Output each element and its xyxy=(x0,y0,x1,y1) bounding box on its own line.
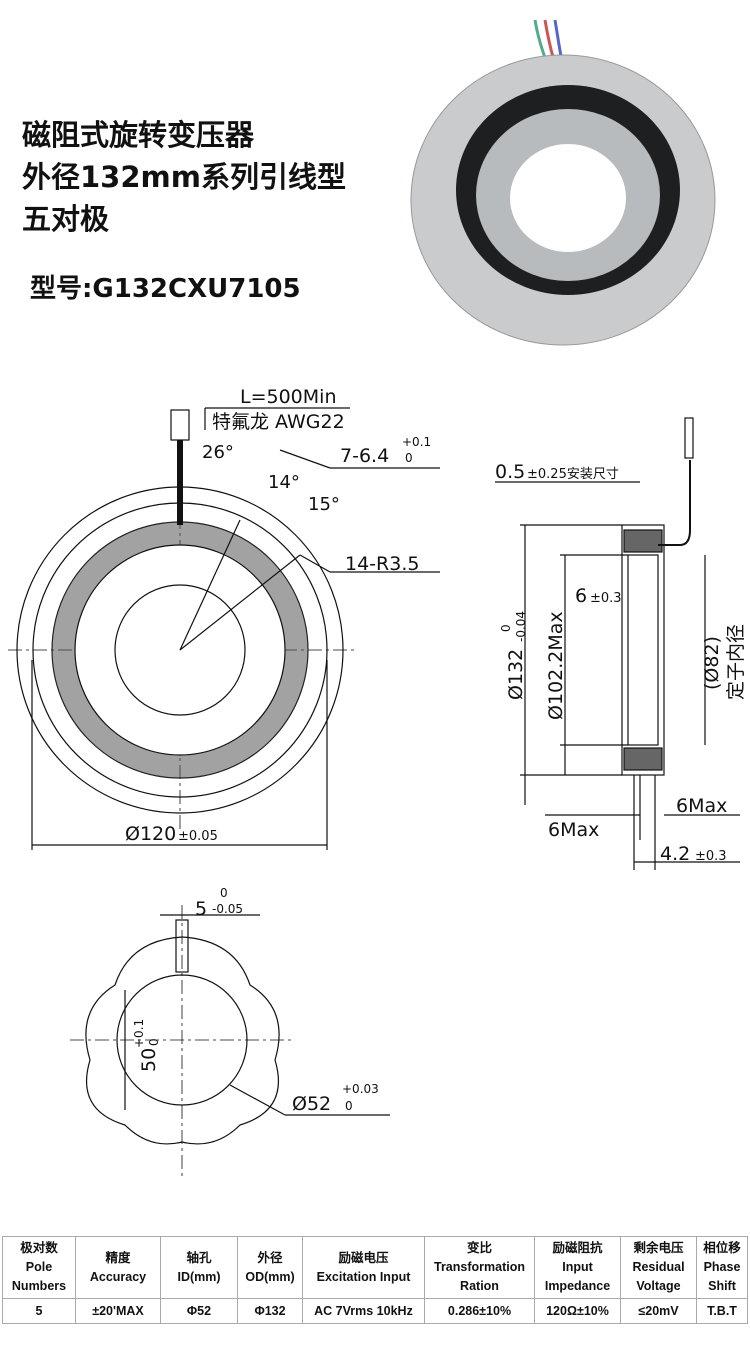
angle3-label: 15° xyxy=(308,494,340,515)
install-tol-label: ±0.25安装尺寸 xyxy=(527,467,619,482)
wire-label: 特氟龙 AWG22 xyxy=(212,411,345,433)
top-view-drawing xyxy=(8,407,440,850)
title-line3: 五对极 xyxy=(22,202,110,236)
body-dia-label: Ø102.2Max xyxy=(545,611,567,720)
cell-residual: ≤20mV xyxy=(620,1298,697,1324)
cell-pole-numbers: 5 xyxy=(2,1298,76,1324)
side-od-label: Ø132 xyxy=(505,649,527,700)
flat-tol-upper: +0.1 xyxy=(132,1019,146,1048)
title-line1: 磁阻式旋转变压器 xyxy=(22,118,255,152)
cell-od: Φ132 xyxy=(237,1298,303,1324)
depth-label: 4.2 xyxy=(660,843,690,865)
angle2-label: 14° xyxy=(268,472,300,493)
bore-label: Ø52 xyxy=(292,1093,331,1115)
cell-excitation: AC 7Vrms 10kHz xyxy=(302,1298,425,1324)
max1-label: 6Max xyxy=(676,795,727,817)
side-view-drawing xyxy=(495,417,740,870)
cell-id: Φ52 xyxy=(160,1298,238,1324)
product-photo xyxy=(410,19,716,346)
cell-ratio: 0.286±10% xyxy=(424,1298,535,1324)
stator-id-label: (Ø82) xyxy=(701,636,723,690)
hole-tol-lower: 0 xyxy=(405,451,413,465)
cell-impedance: 120Ω±10% xyxy=(534,1298,621,1324)
max2-label: 6Max xyxy=(548,819,599,841)
thickness-tol-label: ±0.3 xyxy=(590,591,622,606)
lead-length-label: L=500Min xyxy=(240,386,336,408)
table-row: 5 ±20'MAX Φ52 Φ132 AC 7Vrms 10kHz 0.286±… xyxy=(2,1298,748,1324)
hole-tol-upper: +0.1 xyxy=(402,435,431,449)
key-tol-lower: -0.05 xyxy=(212,902,243,916)
technical-drawings: L=500Min 特氟龙 AWG22 26° 14° 15° 7-6.4 +0.… xyxy=(8,19,747,1180)
side-od-tol-upper: 0 xyxy=(499,624,513,632)
bore-tol-lower: 0 xyxy=(345,1099,353,1113)
cell-accuracy: ±20'MAX xyxy=(75,1298,161,1324)
flat-label: 50 xyxy=(138,1048,160,1072)
side-od-tol-lower: -0.04 xyxy=(514,611,528,642)
od-tol-label: ±0.05 xyxy=(178,829,218,844)
od-dim-label: Ø120 xyxy=(125,823,176,845)
rotor-view-drawing xyxy=(70,905,390,1180)
angle1-label: 26° xyxy=(202,442,234,463)
bore-tol-upper: +0.03 xyxy=(342,1082,379,1096)
thickness-label: 6 xyxy=(575,585,587,607)
title-line2: 外径132mm系列引线型 xyxy=(22,160,346,194)
hole-label: 7-6.4 xyxy=(340,445,389,467)
stator-id-caption: 定子内径 xyxy=(725,624,747,700)
radius-label: 14-R3.5 xyxy=(345,553,419,575)
install-label: 0.5 xyxy=(495,461,525,483)
key-tol-upper: 0 xyxy=(220,886,228,900)
flat-tol-lower: 0 xyxy=(147,1038,161,1046)
depth-tol-label: ±0.3 xyxy=(695,849,727,864)
key-width-label: 5 xyxy=(195,898,207,920)
cell-phase-shift: T.B.T xyxy=(696,1298,748,1324)
model-number: 型号:G132CXU7105 xyxy=(30,274,301,304)
